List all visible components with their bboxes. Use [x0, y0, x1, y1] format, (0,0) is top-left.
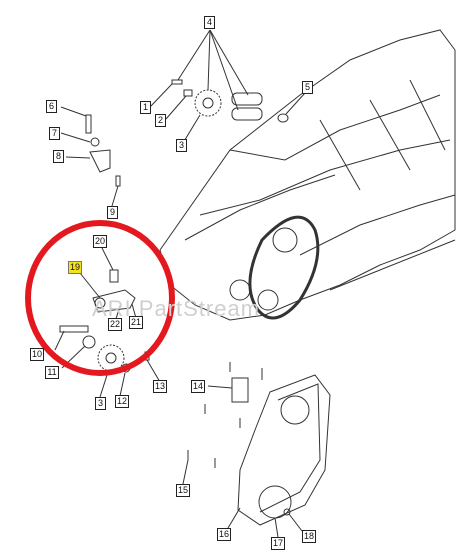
leader-16 — [227, 507, 241, 529]
leader-4-a — [177, 29, 211, 81]
callout-1[interactable]: 1 — [140, 101, 151, 114]
chaincase-cover — [237, 374, 331, 526]
callout-6[interactable]: 6 — [46, 100, 57, 113]
spring-20 — [109, 269, 119, 283]
callout-19[interactable]: 19 — [68, 261, 82, 274]
upper-sprocket — [272, 227, 298, 253]
chassis-cross-3 — [409, 79, 446, 151]
leader-10 — [54, 330, 65, 351]
callout-10[interactable]: 10 — [30, 348, 44, 361]
spacer-tube-b — [231, 107, 263, 121]
upper-sprocket-part — [194, 89, 222, 117]
pin-9 — [115, 175, 121, 187]
spacer-tube-a — [231, 92, 263, 106]
leader-3b — [99, 371, 109, 398]
leader-18 — [288, 513, 303, 532]
chassis-cross-1 — [319, 119, 361, 191]
lower-sprocket-part — [97, 344, 125, 372]
chassis-rail-upper — [229, 94, 441, 161]
callout-15[interactable]: 15 — [176, 484, 190, 497]
callout-8[interactable]: 8 — [53, 150, 64, 163]
callout-5[interactable]: 5 — [302, 81, 313, 94]
leader-13 — [146, 359, 161, 383]
callout-4[interactable]: 4 — [204, 16, 215, 29]
callout-9[interactable]: 9 — [107, 206, 118, 219]
leader-21 — [131, 303, 137, 319]
studs-14 — [231, 377, 249, 403]
bolt-18 — [283, 508, 291, 516]
leader-19 — [79, 272, 101, 299]
callout-17[interactable]: 17 — [271, 537, 285, 550]
lower-sprocket-bore — [105, 352, 117, 364]
tensioner-arm — [92, 289, 136, 313]
leader-5 — [285, 92, 306, 115]
callout-21[interactable]: 21 — [129, 316, 143, 329]
washer-part — [277, 113, 289, 123]
chassis-tunnel — [159, 29, 456, 321]
callout-20[interactable]: 20 — [93, 235, 107, 248]
leader-17 — [274, 517, 279, 538]
leader-20 — [101, 247, 114, 271]
callout-13[interactable]: 13 — [153, 380, 167, 393]
chassis-cross-2 — [369, 99, 411, 171]
callout-11[interactable]: 11 — [45, 366, 59, 379]
callout-18[interactable]: 18 — [302, 530, 316, 543]
callout-7[interactable]: 7 — [49, 127, 60, 140]
cover-boss-lower — [258, 485, 292, 519]
callout-3-lower[interactable]: 3 — [95, 397, 106, 410]
leader-7 — [60, 132, 91, 143]
bushing-part — [183, 89, 193, 97]
drive-chain — [248, 215, 320, 320]
chassis-rail-lower — [299, 194, 456, 256]
bushing-11 — [82, 335, 96, 349]
leader-8 — [65, 156, 91, 159]
leader-2 — [165, 95, 187, 120]
callout-3[interactable]: 3 — [176, 139, 187, 152]
upper-sprocket-bore — [202, 97, 214, 109]
leader-9 — [111, 185, 119, 207]
bracket-8 — [89, 149, 111, 173]
cover-inner-edge — [259, 383, 321, 513]
cover-boss-upper — [280, 395, 310, 425]
watermark-text: ARI PartStream — [92, 296, 261, 321]
leader-1 — [149, 83, 173, 108]
leader-12 — [119, 372, 126, 397]
bolt-10 — [59, 325, 89, 333]
drive-hub — [229, 279, 251, 301]
bolt-6 — [85, 114, 92, 134]
leader-4-c — [209, 29, 249, 96]
chassis-inner-rib — [184, 174, 336, 241]
callout-16[interactable]: 16 — [217, 528, 231, 541]
chassis-rail-mid — [199, 139, 451, 216]
leader-4-d — [209, 29, 239, 111]
chassis-rail-bottom — [329, 239, 456, 291]
callout-22[interactable]: 22 — [108, 318, 122, 331]
leader-6 — [60, 106, 87, 117]
leader-3a — [182, 114, 201, 144]
leader-4-b — [207, 29, 211, 91]
highlight-circle — [25, 220, 175, 376]
callout-14[interactable]: 14 — [191, 380, 205, 393]
callout-12[interactable]: 12 — [115, 395, 129, 408]
leader-14 — [207, 385, 233, 389]
leader-15 — [182, 459, 189, 485]
lower-sprocket — [257, 289, 279, 311]
callout-2[interactable]: 2 — [155, 114, 166, 127]
nut-7 — [90, 137, 100, 147]
pin-part — [171, 79, 183, 85]
